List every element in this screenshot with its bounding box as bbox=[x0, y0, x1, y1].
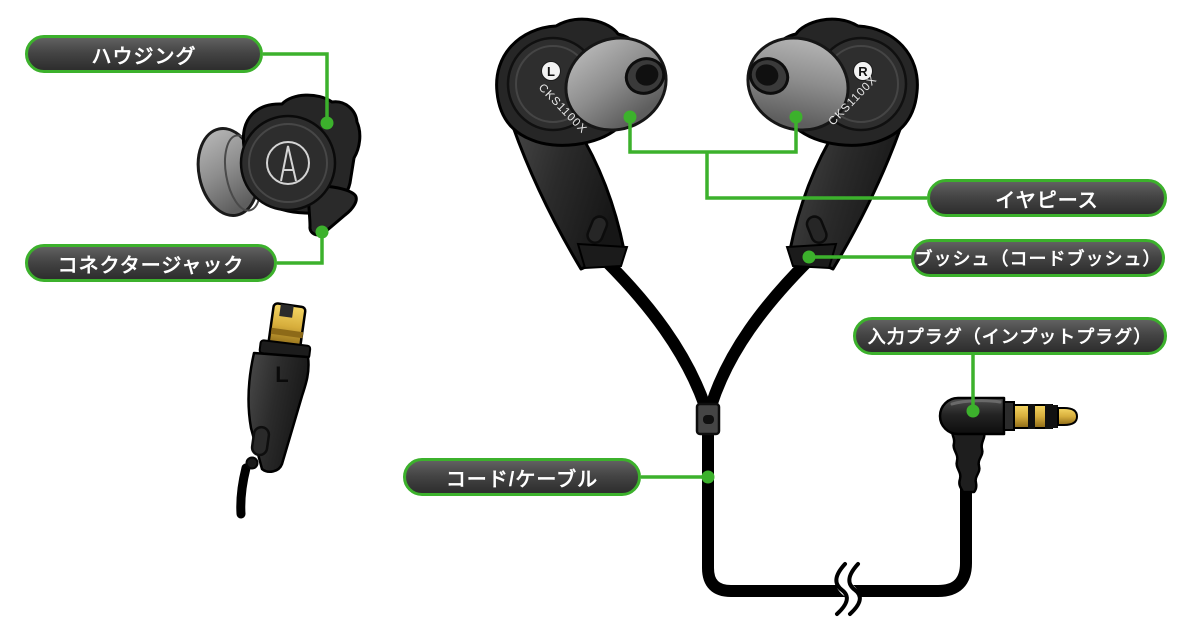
dot-cord bbox=[701, 470, 715, 484]
left-nozzle-bore bbox=[635, 64, 659, 86]
plug-body-highlight bbox=[950, 399, 1002, 406]
label-connector-jack: コネクタージャック bbox=[25, 244, 277, 282]
leader-connector-jack bbox=[277, 232, 324, 265]
leader-earpiece bbox=[628, 117, 927, 200]
audio-technica-logo-icon bbox=[266, 141, 310, 185]
dot-bush bbox=[802, 250, 816, 264]
label-housing: ハウジング bbox=[25, 35, 263, 73]
right-stem-indent bbox=[805, 215, 828, 244]
right-nozzle-bore bbox=[755, 64, 779, 86]
jack-indent bbox=[250, 425, 271, 457]
faceplate-ring bbox=[248, 123, 328, 203]
right-earphone: R CKS1100X bbox=[746, 17, 919, 271]
label-bush: ブッシュ（コードブッシュ） bbox=[911, 239, 1165, 277]
plug-collar bbox=[1003, 401, 1015, 431]
jack-gold-pin bbox=[267, 302, 307, 350]
dot-input-plug bbox=[966, 404, 980, 418]
jack-dot-detail bbox=[245, 456, 259, 470]
dot-connector-jack bbox=[315, 225, 329, 239]
left-earphone: L CKS1100X bbox=[495, 17, 668, 271]
dot-earpiece-left bbox=[623, 110, 637, 124]
plug-ring-3 bbox=[1052, 405, 1058, 428]
dot-housing bbox=[320, 116, 334, 130]
jack-channel-marker: L bbox=[275, 362, 288, 387]
leader-housing bbox=[263, 52, 329, 123]
left-marker-text: L bbox=[547, 64, 555, 79]
label-earpiece: イヤピース bbox=[927, 179, 1167, 217]
left-cable bbox=[599, 254, 711, 412]
cable-splitter bbox=[695, 402, 721, 436]
dot-earpiece-right bbox=[789, 110, 803, 124]
leader-lines bbox=[263, 52, 975, 479]
label-cord: コード/ケーブル bbox=[403, 458, 641, 496]
plug-ring-2 bbox=[1045, 404, 1052, 429]
plug-ring-1 bbox=[1028, 404, 1035, 429]
housing-detail-illustration bbox=[196, 93, 362, 237]
left-stem-indent bbox=[586, 215, 609, 244]
leader-dots bbox=[315, 110, 980, 484]
left-bush bbox=[576, 242, 629, 270]
main-cable bbox=[702, 420, 972, 597]
plug-strain-relief bbox=[950, 429, 986, 494]
left-marker-badge bbox=[541, 61, 561, 81]
right-marker-text: R bbox=[858, 64, 868, 79]
cable-group bbox=[599, 254, 972, 597]
input-plug-illustration bbox=[938, 396, 1079, 494]
plug-tip bbox=[1057, 407, 1079, 426]
right-cable bbox=[705, 254, 815, 412]
connector-jack-illustration: L bbox=[236, 302, 312, 519]
cable-break-symbol bbox=[834, 559, 862, 620]
label-input-plug: 入力プラグ（インプットプラグ） bbox=[853, 317, 1167, 355]
jack-cable bbox=[236, 463, 251, 519]
housing-faceplate bbox=[239, 114, 337, 212]
right-marker-badge bbox=[853, 61, 873, 81]
